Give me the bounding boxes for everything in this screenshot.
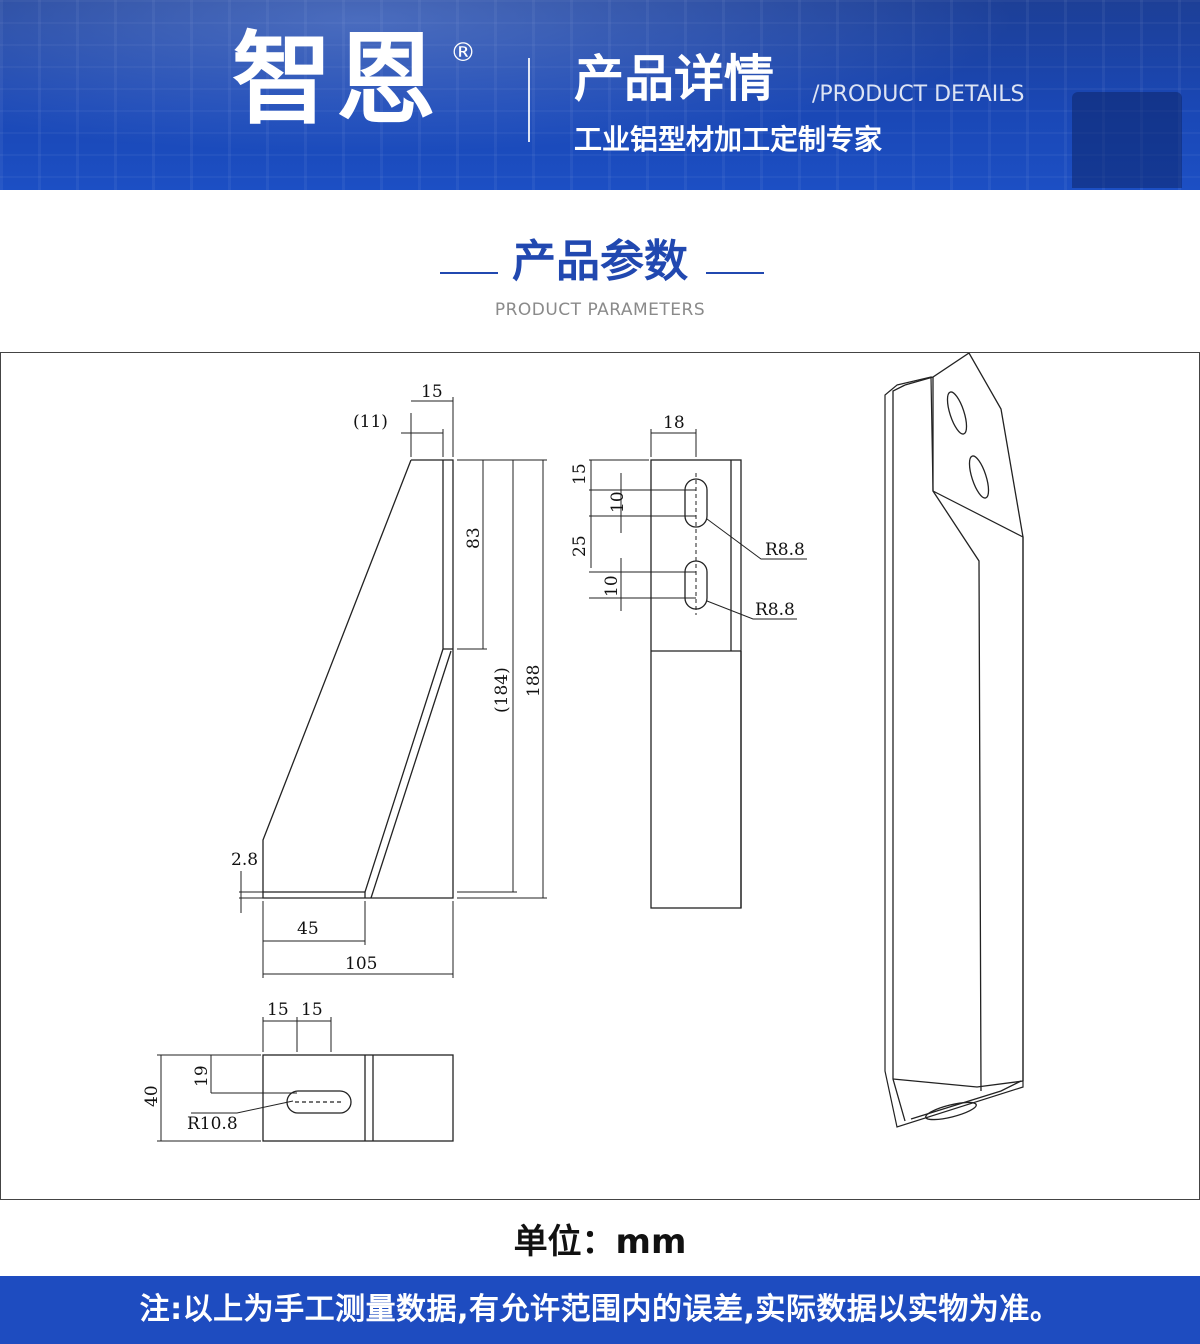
brand-logo: 智恩	[232, 21, 440, 138]
banner-glow	[0, 0, 1200, 190]
dim-front-radius-2: R8.8	[755, 600, 795, 620]
page-title: 产品详情	[574, 50, 774, 108]
bottom-view-outline	[262, 1054, 454, 1142]
section-subtitle: PRODUCT PARAMETERS	[494, 300, 706, 320]
unit-label: 单位：mm	[513, 1222, 687, 1262]
dim-side-inner-height: (184)	[492, 667, 512, 713]
dim-bottom-offset-1: 15	[267, 1000, 289, 1020]
dim-front-top-offset: 15	[570, 463, 590, 485]
side-view-dimensions	[239, 397, 547, 978]
banner-texture	[0, 0, 1200, 190]
bottom-view-dimensions	[157, 1017, 332, 1142]
dim-front-width: 18	[663, 413, 685, 433]
dim-front-slot-1: 10	[608, 491, 628, 513]
technical-drawing: 15 (11) 83 (184) 188 2.8 45 105 18 15 10…	[142, 353, 1024, 1142]
section-title-line-right	[706, 272, 764, 274]
dim-bottom-depth: 40	[142, 1085, 162, 1107]
dim-side-top-gap: (11)	[353, 412, 388, 432]
dim-front-slot-gap: 25	[570, 535, 590, 557]
dim-front-radius-1: R8.8	[765, 540, 805, 560]
page-subtitle: 工业铝型材加工定制专家	[574, 123, 883, 156]
banner-divider	[528, 58, 530, 142]
dim-side-total-width: 105	[345, 954, 377, 974]
dim-front-slot-2: 10	[602, 575, 622, 597]
registered-mark: ®	[450, 38, 476, 68]
dim-side-base-thickness: 2.8	[231, 850, 258, 870]
dim-side-top-width: 15	[421, 382, 443, 402]
header-banner: 智恩 ® 产品详情 /PRODUCT DETAILS 工业铝型材加工定制专家	[0, 0, 1200, 190]
side-view-outline	[262, 459, 454, 899]
front-view-outline	[650, 459, 742, 909]
disclaimer-note: 注:以上为手工测量数据,有允许范围内的误差,实际数据以实物为准。	[0, 1276, 1200, 1344]
section-title-line-left	[440, 272, 498, 274]
technical-drawing-frame: 15 (11) 83 (184) 188 2.8 45 105 18 15 10…	[0, 352, 1200, 1200]
isometric-view	[884, 353, 1024, 1128]
page-title-en: /PRODUCT DETAILS	[812, 82, 1025, 107]
banner-bucket-shape	[1072, 92, 1182, 188]
dim-bottom-slot-offset: 19	[192, 1065, 212, 1087]
front-view-dimensions	[589, 429, 807, 620]
dim-side-foot-width: 45	[297, 919, 319, 939]
section-title: 产品参数	[512, 236, 688, 287]
dim-bottom-offset-2: 15	[301, 1000, 323, 1020]
dim-side-total-height: 188	[524, 665, 544, 697]
dim-bottom-radius: R10.8	[187, 1114, 238, 1134]
dim-side-upper-height: 83	[464, 527, 484, 549]
